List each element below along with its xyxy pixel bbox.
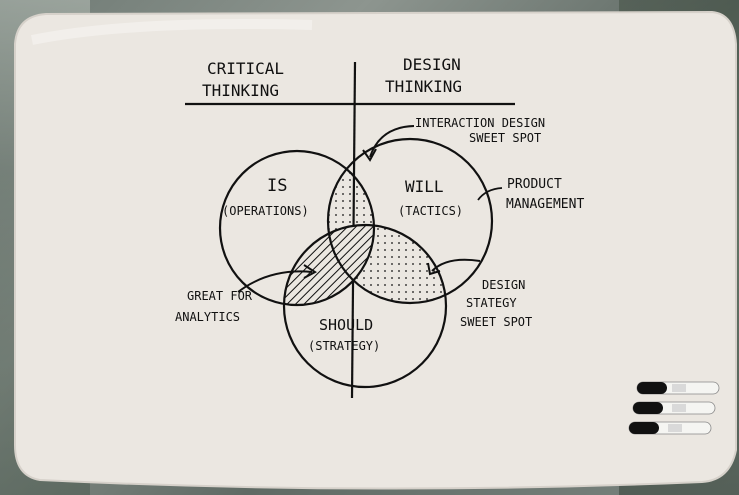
strategy-line1: DESIGN — [482, 278, 525, 292]
marker-2 — [632, 401, 716, 415]
circle-is-title: IS — [267, 176, 287, 196]
whiteboard: CRITICAL THINKING DESIGN THINKING I — [14, 10, 737, 490]
interaction-line2: SWEET SPOT — [469, 131, 541, 145]
header-right-line1: DESIGN — [403, 55, 461, 74]
analytics-line2: ANALYTICS — [175, 310, 240, 324]
strategy-line2: STATEGY — [466, 296, 517, 310]
circle-should-subtitle: (STRATEGY) — [308, 339, 380, 353]
circle-should-title: SHOULD — [319, 316, 373, 334]
product-line2: MANAGEMENT — [506, 197, 584, 212]
marker-3 — [628, 421, 712, 435]
header-left-line1: CRITICAL — [207, 59, 284, 78]
header-right-line2: THINKING — [385, 77, 462, 96]
circle-is-subtitle: (OPERATIONS) — [222, 204, 309, 218]
header-right: DESIGN THINKING — [385, 55, 462, 96]
strategy-line3: SWEET SPOT — [460, 315, 532, 329]
product-line1: PRODUCT — [507, 177, 562, 192]
annotation-interaction-sweet-spot: INTERACTION DESIGN SWEET SPOT — [362, 116, 545, 162]
analytics-line1: GREAT FOR — [187, 289, 253, 303]
circle-will-title: WILL — [405, 177, 444, 196]
venn-circle-should — [282, 223, 448, 389]
marker-tray — [628, 381, 720, 435]
annotation-great-for-analytics: GREAT FOR ANALYTICS — [175, 264, 317, 324]
header-left-line2: THINKING — [202, 81, 279, 100]
venn-circle-will — [326, 137, 494, 305]
header-left: CRITICAL THINKING — [202, 59, 284, 100]
marker-1 — [636, 381, 720, 395]
circle-will-subtitle: (TACTICS) — [398, 204, 463, 218]
annotation-design-strategy: DESIGN STATEGY SWEET SPOT — [427, 258, 532, 329]
venn-circle-is — [218, 149, 376, 307]
interaction-line1: INTERACTION DESIGN — [415, 116, 545, 130]
annotation-product-management: PRODUCT MANAGEMENT — [477, 177, 584, 212]
